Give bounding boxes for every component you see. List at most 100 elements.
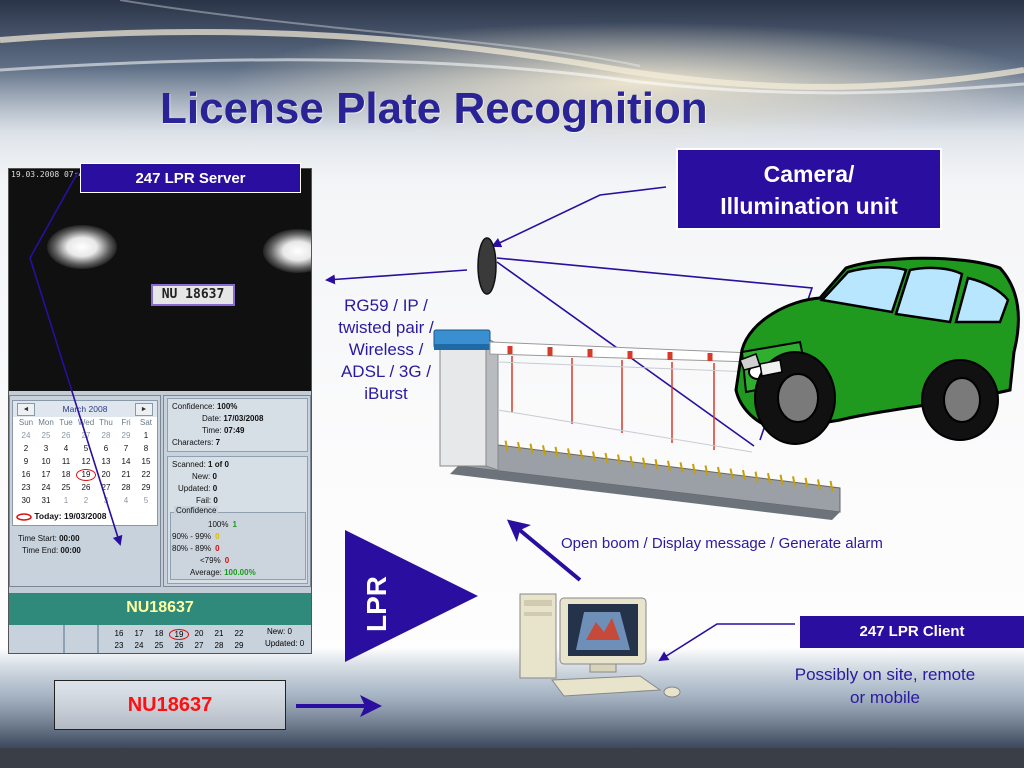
confidence-value: 100% [216, 402, 238, 411]
calendar-day[interactable]: 28 [121, 483, 131, 492]
time-label: Time: [202, 426, 222, 435]
calendar-day[interactable]: 22 [141, 470, 151, 479]
strip-calendar-day[interactable]: 27 [194, 641, 204, 650]
average-value: 100.00% [224, 568, 256, 577]
gate-spike [742, 469, 746, 481]
gate-spike [504, 440, 509, 451]
pc-to-gate-arrow [506, 519, 582, 582]
strip-calendar-day[interactable]: 22 [234, 629, 244, 638]
average-row: Average: 100.00% [190, 568, 256, 577]
calendar-day[interactable]: 15 [141, 457, 151, 466]
calendar-day[interactable]: 11 [61, 457, 71, 466]
camera-to-server-arrow [325, 269, 468, 285]
calendar-day[interactable]: 16 [21, 470, 31, 479]
calendar-day[interactable]: 5 [143, 496, 149, 505]
strip-calendar-day[interactable]: 23 [114, 641, 124, 650]
calendar-day[interactable]: 9 [23, 457, 29, 466]
calendar-day[interactable]: 26 [81, 483, 91, 492]
strip-new: New: 0 [267, 627, 292, 636]
confidence-range-count: 1 [232, 520, 237, 529]
calendar-day[interactable]: 6 [103, 444, 109, 453]
calendar-day[interactable]: 8 [143, 444, 149, 453]
date-value: 17/03/2008 [223, 414, 264, 423]
camera-timestamp: 19.03.2008 07:49:49 [11, 170, 103, 179]
strip-calendar-day[interactable]: 28 [214, 641, 224, 650]
strip-calendar-day[interactable]: 21 [214, 629, 224, 638]
camera-label: Camera/ Illumination unit [676, 148, 942, 230]
calendar-day[interactable]: 4 [123, 496, 129, 505]
calendar-day[interactable]: 5 [83, 444, 89, 453]
strip-calendar-day[interactable]: 18 [154, 629, 164, 638]
software-bottom-strip: 16 17 18 19 20 21 22 23 24 25 26 27 28 29 New: 0 Upda… [9, 625, 311, 653]
strip-calendar-day[interactable]: 24 [134, 641, 144, 650]
calendar-day[interactable]: 25 [41, 431, 51, 440]
headlamp-right [263, 229, 311, 273]
client-description: Possibly on site, remote or mobile [794, 665, 976, 707]
calendar-day[interactable]: 24 [41, 483, 51, 492]
new-row: New: 0 [192, 472, 217, 481]
strip-calendar-day[interactable]: 19 [169, 629, 189, 640]
strip-calendar-day[interactable]: 17 [134, 629, 144, 638]
headlamp-left [47, 225, 117, 269]
gate-spike [542, 445, 546, 456]
calendar-day[interactable]: 2 [83, 496, 89, 505]
bottom-band [0, 648, 1024, 768]
gate-spike [667, 460, 671, 471]
strip-calendar-day[interactable]: 26 [174, 641, 184, 650]
calendar-day[interactable]: 4 [63, 444, 69, 453]
strip-calendar-day[interactable]: 29 [234, 641, 244, 650]
server-pointer-arrow [29, 171, 123, 546]
calendar-day-header: Fri [121, 418, 131, 427]
calendar-day[interactable]: 27 [101, 483, 111, 492]
calendar-day[interactable]: 1 [143, 431, 149, 440]
strip-calendar-day[interactable]: 25 [154, 641, 164, 650]
gate-spike [554, 446, 559, 458]
time-start-value[interactable]: 00:00 [59, 534, 80, 543]
calendar-header: ◄ March 2008 ► [13, 401, 157, 417]
calendar-day[interactable]: 28 [101, 431, 111, 440]
calendar-day[interactable]: 24 [21, 431, 31, 440]
today-marker-icon [16, 513, 32, 521]
next-month-button[interactable]: ► [135, 403, 153, 416]
prev-month-button[interactable]: ◄ [17, 403, 35, 416]
calendar-day[interactable]: 3 [43, 444, 49, 453]
updated-label: Updated: [178, 484, 211, 493]
time-end-value[interactable]: 00:00 [60, 546, 81, 555]
confidence-range-label: 90% - 99% [172, 532, 212, 541]
strip-updated: Updated: 0 [265, 639, 305, 648]
calendar-day[interactable]: 29 [121, 431, 131, 440]
calendar-day[interactable]: 25 [61, 483, 71, 492]
calendar-day[interactable]: 26 [61, 431, 71, 440]
time-end-label: Time End: [22, 546, 59, 555]
calendar-day[interactable]: 18 [61, 470, 71, 479]
strip-calendar-day[interactable]: 20 [194, 629, 204, 638]
calendar-day-header: Tue [59, 418, 73, 427]
gate-spike [592, 451, 596, 462]
calendar-day[interactable]: 2 [23, 444, 29, 453]
strip-calendar-day[interactable]: 16 [114, 629, 124, 638]
road-background [0, 0, 1024, 150]
calendar-day[interactable]: 12 [81, 457, 91, 466]
gate-spike [829, 480, 834, 492]
calendar-day[interactable]: 21 [121, 470, 131, 479]
calendar-day[interactable]: 31 [41, 496, 51, 505]
calendar-today[interactable]: Today: 19/03/2008 [16, 511, 107, 521]
calendar-day[interactable]: 10 [41, 457, 51, 466]
calendar-day[interactable]: 23 [21, 483, 31, 492]
calendar-day[interactable]: 19 [76, 469, 96, 481]
scanned-label: Scanned: [172, 460, 206, 469]
characters-value: 7 [215, 438, 221, 447]
calendar-day[interactable]: 30 [21, 496, 31, 505]
calendar-day[interactable]: 29 [141, 483, 151, 492]
gate-spike [792, 476, 796, 487]
calendar-day[interactable]: 14 [121, 457, 131, 466]
calendar-day[interactable]: 17 [41, 470, 51, 479]
calendar-day[interactable]: 7 [123, 444, 129, 453]
calendar-day[interactable]: 13 [101, 457, 111, 466]
calendar-day[interactable]: 20 [101, 470, 111, 479]
calendar-day[interactable]: 1 [63, 496, 69, 505]
